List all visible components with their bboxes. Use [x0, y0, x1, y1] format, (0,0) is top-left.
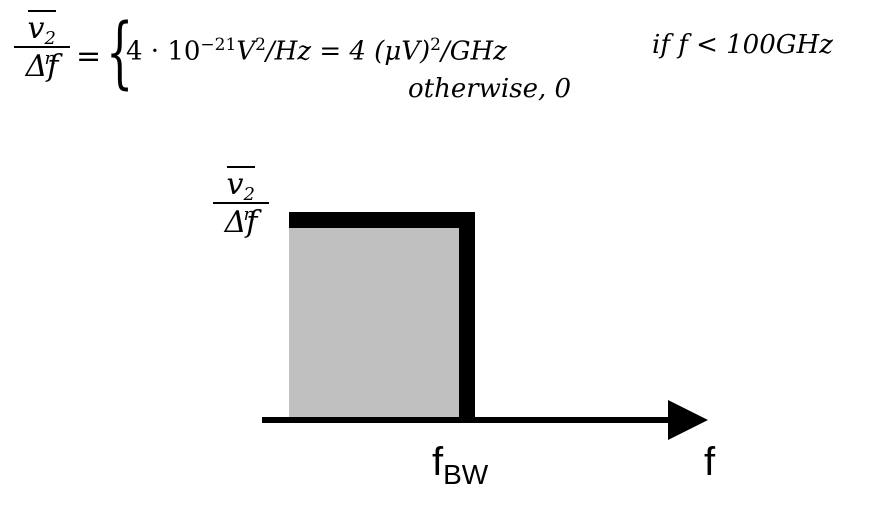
y-label-numerator-sup: 2	[243, 184, 255, 205]
lhs-numerator-base: v	[27, 11, 45, 46]
psd-top-edge	[289, 212, 475, 228]
lhs-numerator-sub: n	[44, 48, 57, 69]
y-label-numerator-sub: n	[243, 204, 256, 225]
psd-shaded-area	[289, 220, 464, 418]
lhs-denominator: Δf	[25, 49, 59, 84]
x-axis-arrow-icon	[668, 400, 708, 440]
lhs-fraction-bar	[14, 46, 70, 48]
y-label-fraction-bar	[213, 202, 269, 204]
case-1-line: 4 · 10−21V2/Hz = 4 (μV)2/GHz	[126, 30, 507, 67]
case-1-volt-sup: 2	[255, 35, 266, 55]
cases-brace: {	[106, 8, 134, 98]
x-axis-line	[262, 417, 682, 423]
lhs-numerator-sup: 2	[44, 28, 56, 49]
y-label-denominator: Δf	[224, 205, 258, 240]
x-axis-label: f	[704, 440, 716, 484]
psd-cutoff-edge	[459, 212, 475, 417]
case-1-exponent: −21	[200, 35, 237, 55]
case-1-condition: if f < 100GHz	[652, 30, 833, 60]
case-2-line: otherwise, 0	[408, 74, 572, 104]
case-1-middle: /Hz = 4 (μV)	[265, 36, 431, 67]
case-1-ghz: /GHz	[440, 36, 507, 67]
case-1-coefficient: 4 · 10	[126, 36, 201, 67]
case-1-microvolt-sup: 2	[430, 35, 441, 55]
y-label-numerator-base: v	[226, 167, 244, 202]
cutoff-frequency-label: fBW	[432, 440, 488, 497]
cutoff-label-base: f	[432, 440, 444, 484]
cutoff-label-sub: BW	[443, 459, 489, 490]
equals-sign: =	[76, 39, 102, 74]
case-1-volt: V	[236, 36, 256, 67]
